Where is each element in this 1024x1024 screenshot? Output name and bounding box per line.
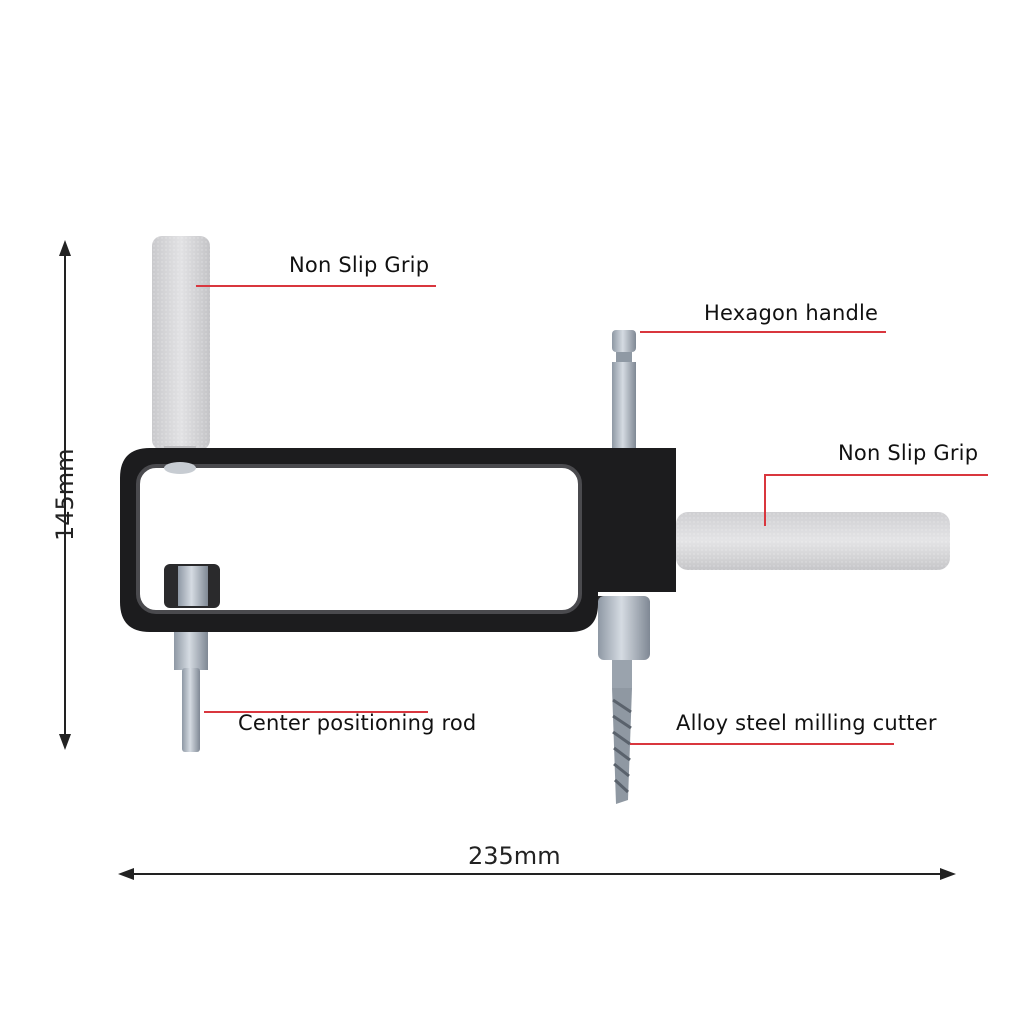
callout-non-slip-grip-top: Non Slip Grip bbox=[289, 253, 430, 277]
side-grip bbox=[676, 512, 950, 570]
callout-non-slip-grip-side: Non Slip Grip bbox=[838, 441, 979, 465]
callout-center-positioning-rod: Center positioning rod bbox=[238, 711, 477, 735]
leader-line-milling-cutter bbox=[630, 743, 894, 745]
width-dimension-label: 235mm bbox=[468, 842, 561, 870]
leader-line-hex-handle bbox=[640, 331, 886, 333]
leader-line-grip-top bbox=[196, 285, 436, 287]
top-grip bbox=[152, 236, 210, 460]
height-dimension-arrow bbox=[59, 240, 71, 750]
callout-hexagon-handle: Hexagon handle bbox=[704, 301, 879, 325]
callout-alloy-steel-milling-cutter: Alloy steel milling cutter bbox=[676, 711, 937, 735]
leader-line-center-rod bbox=[204, 711, 428, 713]
height-dimension-label: 145mm bbox=[51, 448, 79, 541]
leader-line-grip-side bbox=[764, 474, 988, 476]
hexagon-handle-shank bbox=[612, 330, 636, 452]
leader-line-grip-side-vertical bbox=[764, 474, 766, 526]
center-positioning-rod bbox=[164, 564, 220, 752]
milling-cutter-assembly bbox=[598, 596, 650, 804]
width-dimension-arrow bbox=[118, 868, 956, 880]
black-frame bbox=[120, 448, 676, 632]
